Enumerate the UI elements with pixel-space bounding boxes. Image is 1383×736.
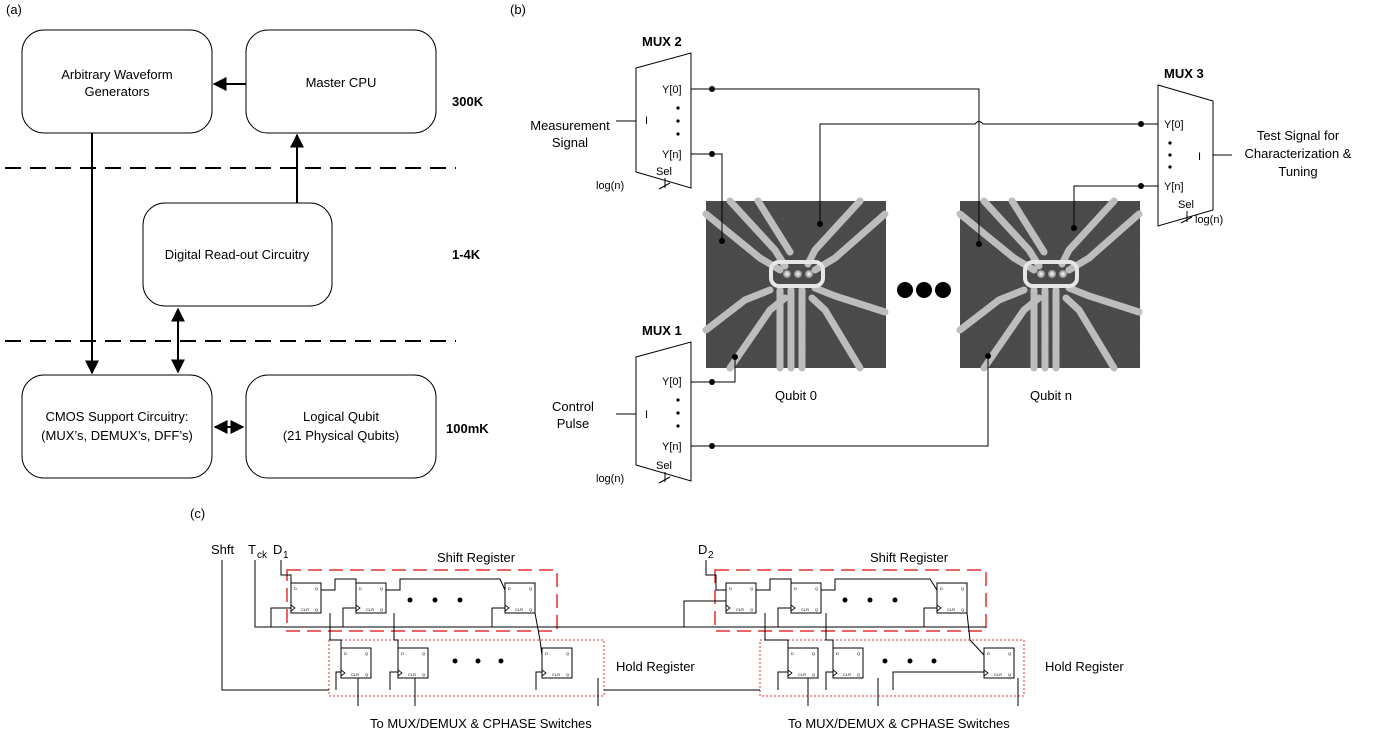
- mux-3-sel: Sel: [1178, 199, 1194, 211]
- awg-label-1: Arbitrary Waveform: [61, 67, 172, 82]
- panel-c-label: (c): [190, 506, 205, 521]
- measurement-signal-2: Signal: [552, 135, 588, 150]
- mux-1-yn: Y[n]: [662, 441, 682, 453]
- temp-300k: 300K: [452, 94, 484, 109]
- mux-2-sel: Sel: [656, 166, 672, 178]
- mux-1-y0: Y[0]: [662, 376, 682, 388]
- dff-hold-1n: [542, 648, 572, 678]
- dff-hold-2n: [984, 648, 1014, 678]
- dff-shift-2a: [726, 583, 756, 613]
- logical-qubit-label-1: Logical Qubit: [303, 409, 379, 424]
- d2-subscript: 2: [708, 550, 714, 561]
- temp-100mk: 100mK: [446, 421, 489, 436]
- mux-2-in: I: [645, 115, 648, 127]
- ellipsis-dots: [897, 282, 951, 298]
- d2-label: D: [698, 542, 707, 557]
- to-mux-label-1: To MUX/DEMUX & CPHASE Switches: [370, 716, 592, 731]
- panel-a-label: (a): [6, 2, 22, 17]
- control-pulse-2: Pulse: [557, 416, 590, 431]
- d1-label: D: [273, 542, 282, 557]
- mux-3-y0: Y[0]: [1164, 119, 1184, 131]
- qubit-n-label: Qubit n: [1030, 388, 1072, 403]
- mux-2-log: log(n): [596, 180, 624, 192]
- mux-3: MUX 3 Y[0] Y[n] I Sel log(n): [1158, 66, 1223, 226]
- logical-qubit-block: Logical Qubit (21 Physical Qubits): [246, 375, 436, 478]
- mux-3-out: I: [1198, 151, 1201, 163]
- dff-shift-1a: [291, 583, 321, 613]
- mux-1-title: MUX 1: [642, 323, 682, 338]
- panel-c-wires: [222, 560, 1018, 706]
- dff-hold-2b: [833, 648, 863, 678]
- tck-subscript: ck: [257, 550, 268, 561]
- qubit-0-image: [706, 201, 886, 368]
- measurement-signal-1: Measurement: [530, 118, 610, 133]
- test-signal-1: Test Signal for: [1257, 128, 1340, 143]
- hold-register-label-1: Hold Register: [616, 659, 695, 674]
- temp-1-4k: 1-4K: [452, 247, 481, 262]
- qubit-n-image: [960, 201, 1140, 368]
- dff-shift-1b: [356, 583, 386, 613]
- mux-2-y0: Y[0]: [662, 84, 682, 96]
- qubit-0-label: Qubit 0: [775, 388, 817, 403]
- master-cpu-block: Master CPU: [246, 30, 436, 133]
- test-signal-2: Characterization &: [1245, 146, 1352, 161]
- mux-2-yn: Y[n]: [662, 149, 682, 161]
- awg-label-2: Generators: [84, 84, 150, 99]
- control-pulse-1: Control: [552, 399, 594, 414]
- master-cpu-label: Master CPU: [306, 75, 377, 90]
- readout-block: Digital Read-out Circuitry: [143, 203, 332, 306]
- mux-1: MUX 1 I Y[0] Y[n] Sel log(n): [596, 323, 691, 485]
- mux-2-title: MUX 2: [642, 34, 682, 49]
- test-signal-3: Tuning: [1278, 164, 1317, 179]
- to-mux-label-2: To MUX/DEMUX & CPHASE Switches: [788, 716, 1010, 731]
- mux-3-title: MUX 3: [1164, 66, 1204, 81]
- dff-shift-2n: [937, 583, 967, 613]
- awg-block: Arbitrary Waveform Generators: [22, 30, 212, 133]
- hold-register-label-2: Hold Register: [1045, 659, 1124, 674]
- cmos-label-1: CMOS Support Circuitry:: [45, 409, 188, 424]
- tck-label: T: [248, 542, 256, 557]
- dff-shift-1n: [505, 583, 535, 613]
- panel-b-label: (b): [510, 2, 526, 17]
- shift-register-label-2: Shift Register: [870, 550, 949, 565]
- cmos-block: CMOS Support Circuitry: (MUX’s, DEMUX’s,…: [22, 375, 212, 478]
- mux-3-yn: Y[n]: [1164, 181, 1184, 193]
- logical-qubit-label-2: (21 Physical Qubits): [283, 428, 399, 443]
- dff-hold-1a: [341, 648, 371, 678]
- mux-1-in: I: [645, 409, 648, 421]
- mux-3-log: log(n): [1195, 214, 1223, 226]
- shift-register-label-1: Shift Register: [437, 550, 516, 565]
- d1-subscript: 1: [283, 550, 289, 561]
- shft-label: Shft: [211, 542, 235, 557]
- readout-label: Digital Read-out Circuitry: [165, 247, 310, 262]
- dff-hold-1b: [398, 648, 428, 678]
- mux-1-log: log(n): [596, 473, 624, 485]
- dff-shift-2b: [791, 583, 821, 613]
- dff-hold-2a: [788, 648, 818, 678]
- mux-2: MUX 2 I Y[0] Y[n] Sel log(n): [596, 34, 691, 192]
- cmos-label-2: (MUX’s, DEMUX’s, DFF’s): [41, 428, 193, 443]
- mux-1-sel: Sel: [656, 460, 672, 472]
